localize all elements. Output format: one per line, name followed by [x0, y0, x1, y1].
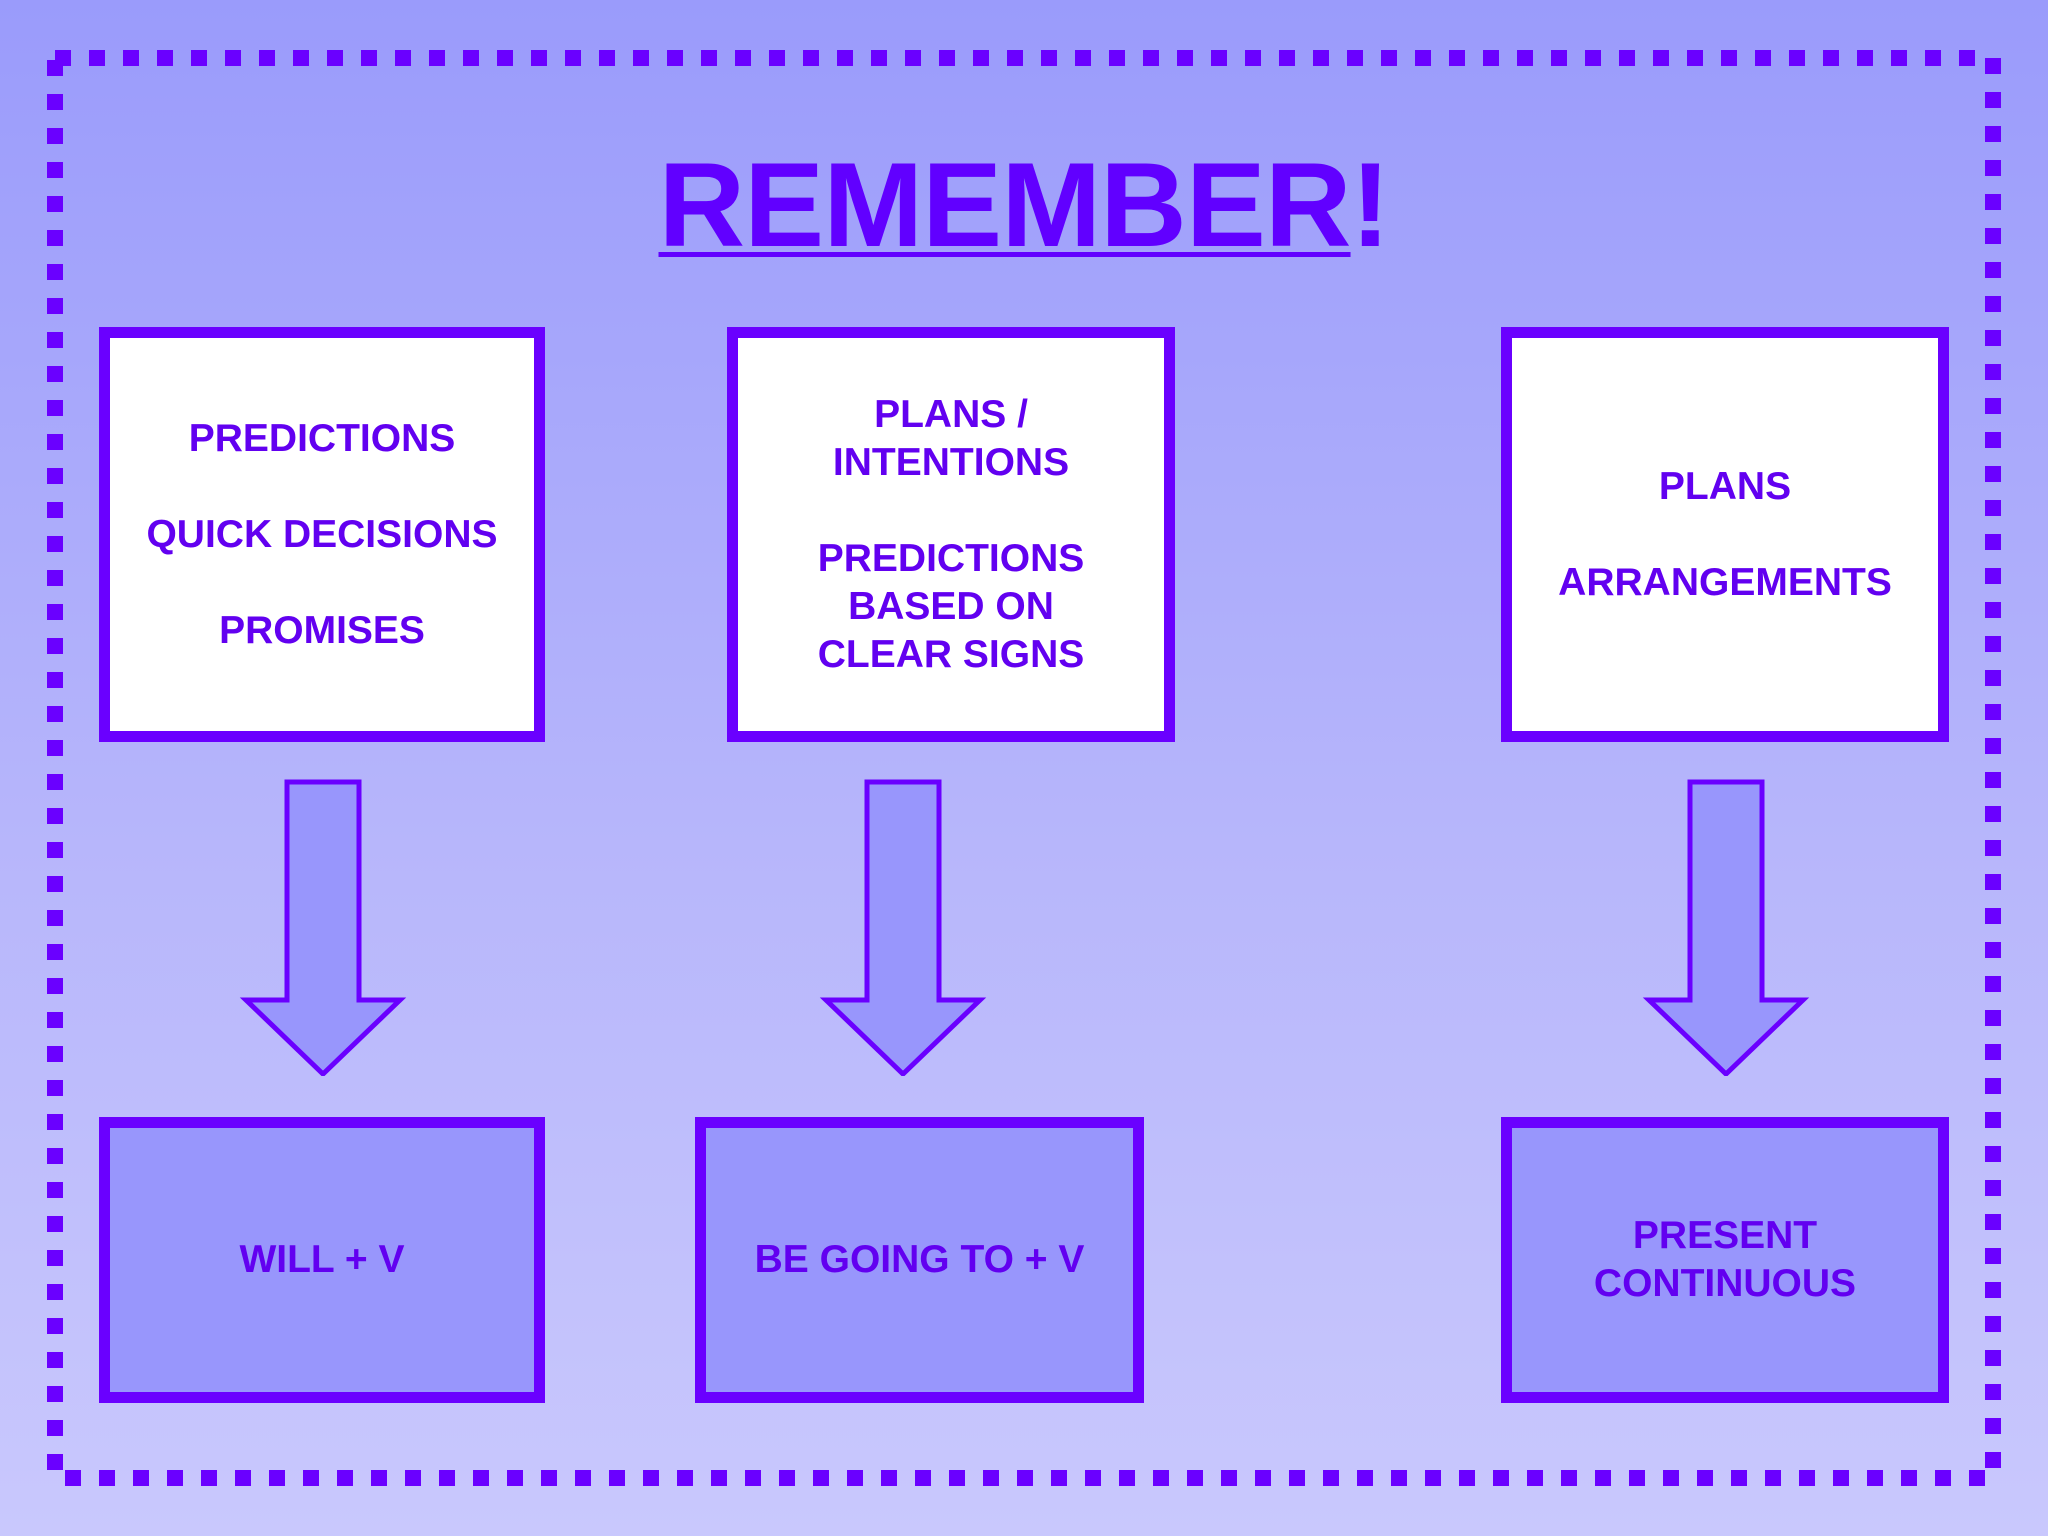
use-line: PLANS [1658, 464, 1792, 508]
page-title: REMEMBER! [0, 135, 2048, 275]
use-line: ARRANGEMENTS [1558, 560, 1892, 604]
form-box-present-continuous: PRESENT CONTINUOUS [1501, 1117, 1949, 1403]
down-arrow-going-to [819, 779, 987, 1076]
title-exclamation: ! [1350, 138, 1391, 272]
use-line: PLANS / [874, 392, 1028, 436]
use-line: QUICK DECISIONS [146, 512, 498, 556]
use-line: PROMISES [219, 608, 425, 652]
form-line: PRESENT [1632, 1214, 1818, 1257]
use-line: CLEAR SIGNS [817, 632, 1085, 676]
title-word: REMEMBER [658, 138, 1352, 272]
uses-box-present-continuous: PLANS ARRANGEMENTS [1501, 327, 1949, 742]
use-line: PREDICTIONS [817, 536, 1085, 580]
form-line: BE GOING TO + V [754, 1238, 1085, 1281]
use-line: INTENTIONS [832, 440, 1070, 484]
form-line: WILL + V [239, 1238, 405, 1281]
use-line: PREDICTIONS [188, 416, 456, 460]
uses-box-going-to: PLANS / INTENTIONS PREDICTIONS BASED ON … [727, 327, 1175, 742]
form-box-will: WILL + V [99, 1117, 545, 1403]
uses-box-will: PREDICTIONS QUICK DECISIONS PROMISES [99, 327, 545, 742]
down-arrow-will [239, 779, 407, 1076]
form-line: CONTINUOUS [1593, 1262, 1857, 1305]
form-box-going-to: BE GOING TO + V [695, 1117, 1144, 1403]
down-arrow-present-continuous [1642, 779, 1810, 1076]
use-line: BASED ON [848, 584, 1054, 628]
